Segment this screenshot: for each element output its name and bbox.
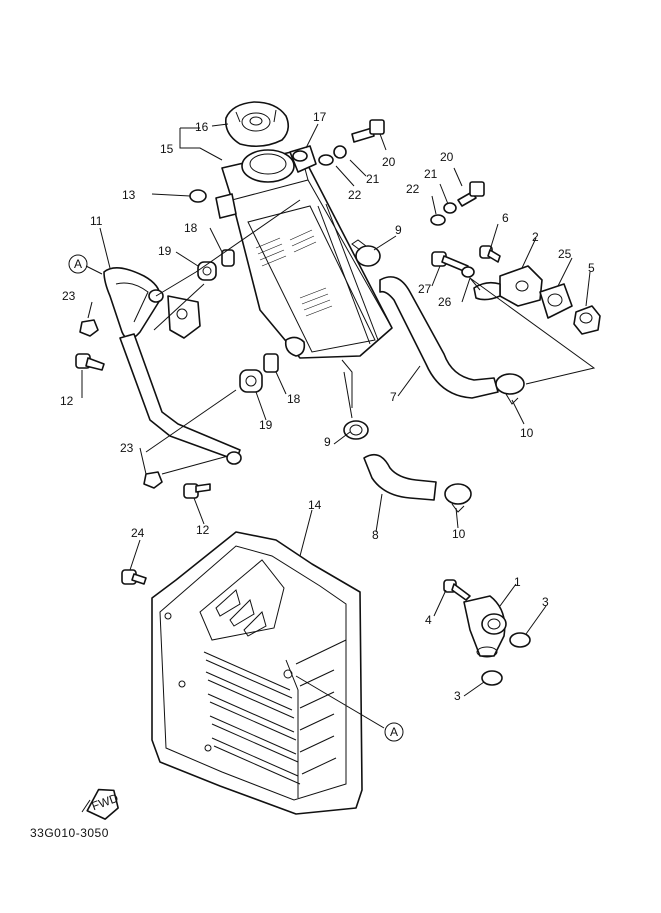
callout-22-upper: 22 (348, 188, 362, 202)
bolt-6 (479, 245, 501, 263)
callout-labels: 16 15 17 20 21 22 20 21 22 13 11 18 19 A… (60, 110, 595, 813)
radiator-cover (151, 531, 363, 815)
nut-23-upper (79, 319, 99, 337)
reference-circle-a-upper (68, 254, 88, 274)
bolt-12-upper (75, 353, 105, 371)
bolt-12-lower (183, 483, 211, 499)
callout-6: 6 (502, 211, 509, 225)
nut-23-lower (143, 471, 163, 489)
callout-a-upper: A (74, 257, 82, 271)
bolt-24 (121, 569, 147, 585)
callout-7: 7 (390, 390, 397, 404)
callout-10-upper: 10 (520, 426, 534, 440)
callout-4: 4 (425, 613, 432, 627)
hose-7 (379, 276, 499, 399)
reference-circle-a-lower (384, 722, 404, 742)
callout-20-right: 20 (440, 150, 454, 164)
callout-12-lower: 12 (196, 523, 210, 537)
thermostat-5 (573, 305, 601, 335)
washer-21-22 (318, 145, 457, 226)
callout-19-upper: 19 (158, 244, 172, 258)
outlet-pipe-1 (463, 595, 507, 658)
gasket-25 (539, 283, 573, 319)
o-ring-3-upper (509, 632, 531, 648)
bolt-4 (443, 579, 471, 601)
callout-8: 8 (372, 528, 379, 542)
callout-23-lower: 23 (120, 441, 134, 455)
hose-8 (363, 453, 437, 501)
callout-20-upper: 20 (382, 155, 396, 169)
callout-21-upper: 21 (366, 172, 380, 186)
hose-clamp-9-upper (351, 239, 381, 267)
callout-15: 15 (160, 142, 174, 156)
washer-26 (461, 266, 475, 278)
radiator-stay-bracket (103, 267, 242, 465)
bolt-20-right (457, 181, 485, 207)
callout-21-right: 21 (424, 167, 438, 181)
callout-2: 2 (532, 230, 539, 244)
callout-23-upper: 23 (62, 289, 76, 303)
thermostat-cover-2 (473, 265, 543, 307)
grommet-19-lower (239, 369, 263, 393)
callout-22-right: 22 (406, 182, 420, 196)
callout-11: 11 (90, 214, 103, 228)
cover-louvres (203, 651, 337, 785)
callout-24: 24 (131, 526, 145, 540)
radiator-cap (224, 101, 290, 148)
hose-clamp-10-upper (495, 373, 525, 405)
drawing-code: 33G010-3050 (30, 826, 109, 840)
radiator-core (215, 149, 393, 359)
callout-18-upper: 18 (184, 221, 198, 235)
callout-10-lower: 10 (452, 527, 466, 541)
callout-3-upper: 3 (542, 595, 549, 609)
callout-14: 14 (308, 498, 322, 512)
fwd-arrow-icon (81, 788, 119, 820)
callout-12-upper: 12 (60, 394, 74, 408)
callout-19-lower: 19 (259, 418, 273, 432)
callout-17: 17 (313, 110, 327, 124)
hose-clamp-10-lower (444, 483, 472, 513)
washer-13 (189, 189, 207, 203)
bolt-27 (431, 251, 469, 273)
callout-9-upper: 9 (395, 223, 402, 237)
callout-16: 16 (195, 120, 209, 134)
core-fin-pattern (255, 229, 333, 317)
o-ring-3-lower (481, 670, 503, 686)
callout-a-lower: A (390, 725, 398, 739)
callout-9-lower: 9 (324, 435, 331, 449)
callout-1: 1 (514, 575, 521, 589)
callout-26: 26 (438, 295, 452, 309)
leader-lines (81, 123, 596, 729)
bolt-20-upper (351, 119, 385, 143)
collar-18-lower (263, 353, 279, 373)
callout-5: 5 (588, 261, 595, 275)
callout-25: 25 (558, 247, 572, 261)
callout-3-lower: 3 (454, 689, 461, 703)
callout-13: 13 (122, 188, 136, 202)
filler-neck (241, 145, 317, 183)
callout-18-lower: 18 (287, 392, 301, 406)
callout-27: 27 (418, 282, 432, 296)
hose-clamp-9-lower (343, 420, 369, 440)
